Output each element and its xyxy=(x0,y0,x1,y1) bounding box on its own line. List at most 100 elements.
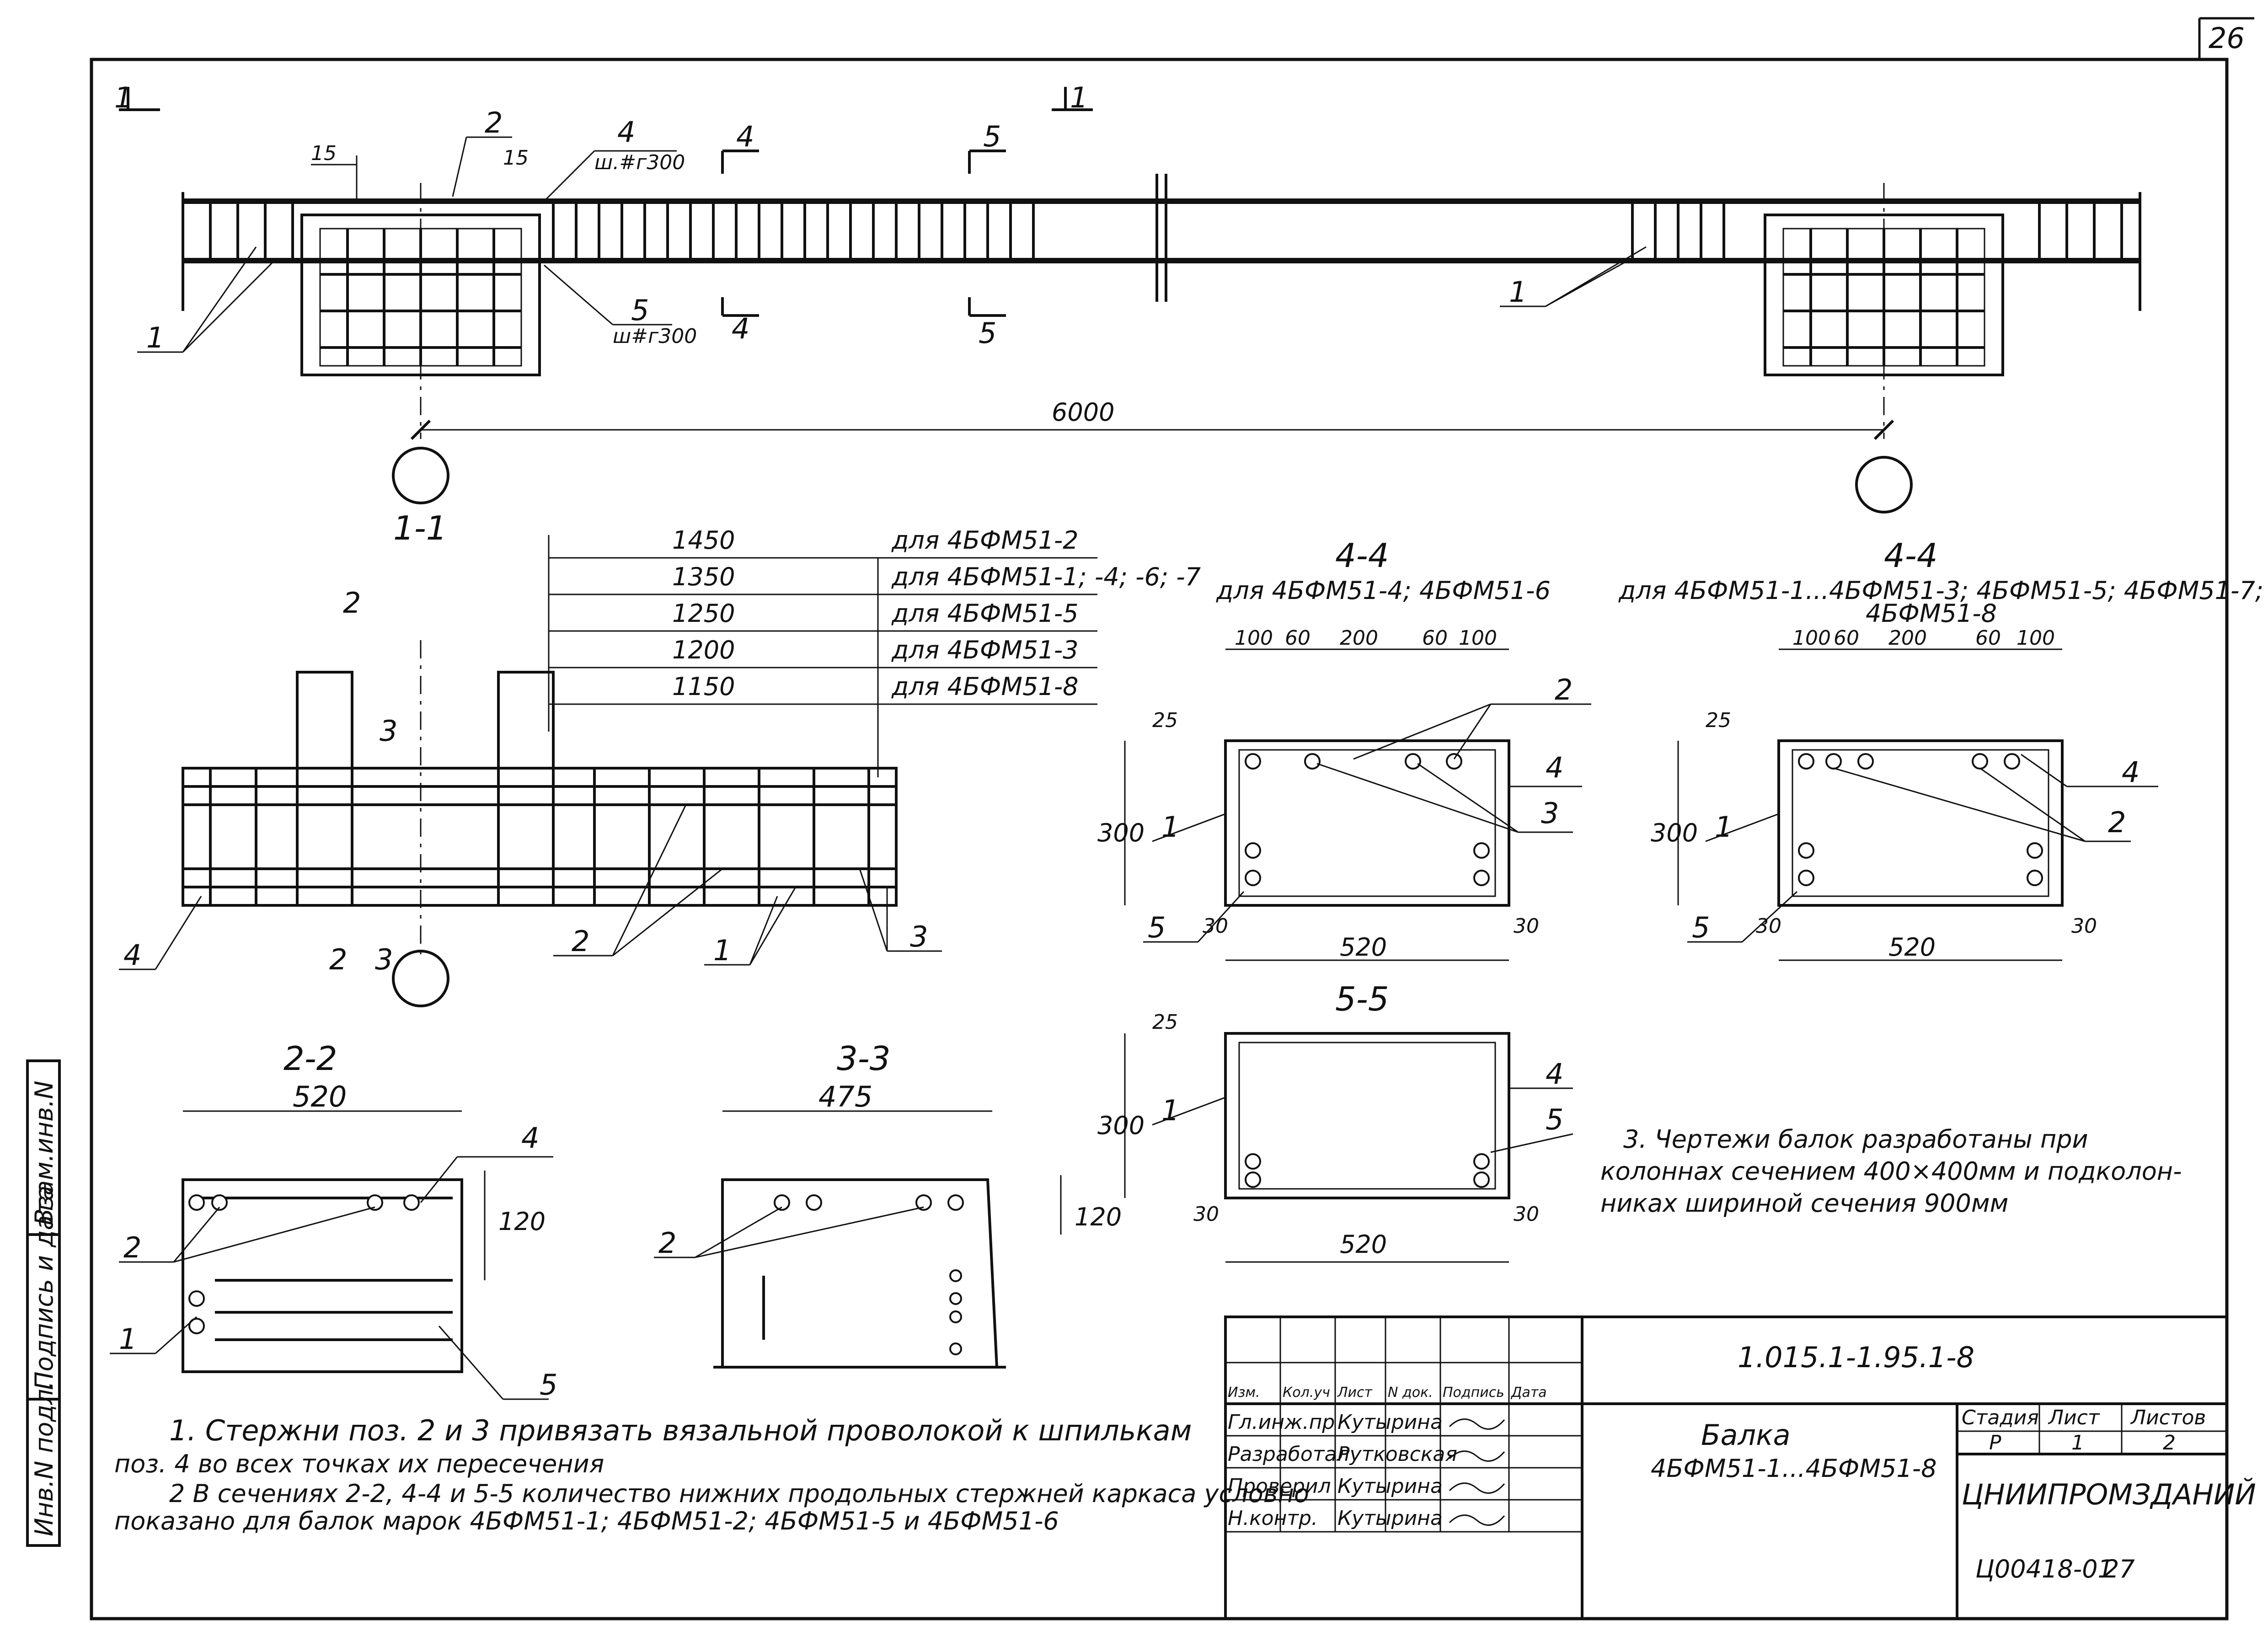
sec2-callout-4: 4 xyxy=(521,1121,539,1155)
note-1-line-1: 1. Стержни поз. 2 и 3 привязать вязально… xyxy=(169,1414,1192,1447)
tb-role-4: Н.контр. xyxy=(1228,1507,1318,1530)
sec4a-dim-100b: 100 xyxy=(1459,626,1497,650)
callout-1-left: 1 xyxy=(146,321,164,354)
span-dimension: 6000 xyxy=(1052,398,1114,427)
note-dim-1200: для 4БФМ51-3 xyxy=(891,636,1079,664)
sec4a-callout-4: 4 xyxy=(1546,751,1563,784)
sec4b-dim-60b: 60 xyxy=(1975,626,2001,650)
sec5-callout-1: 1 xyxy=(1161,1094,1179,1127)
tb-code: 1.015.1-1.95.1-8 xyxy=(1738,1341,1974,1374)
sec4a-dim-30a: 30 xyxy=(1203,914,1228,938)
cut-2-bottom: 2 xyxy=(329,943,347,976)
sec5-dim-300: 300 xyxy=(1097,1111,1145,1140)
section-1-1: 1-1 1450 1350 1250 1200 1150 для 4БФМ51-… xyxy=(119,509,1201,1007)
sec4a-callout-1: 1 xyxy=(1161,810,1179,844)
cut-mark-5-top: 5 xyxy=(983,120,1001,153)
dim-15-right: 15 xyxy=(503,146,529,170)
callout-5: 5 xyxy=(631,294,649,327)
sec4a-dim-300: 300 xyxy=(1097,818,1145,847)
tb-header-izm: Изм. xyxy=(1228,1385,1260,1401)
tb-product-marks: 4БФМ51-1...4БФМ51-8 xyxy=(1651,1454,1937,1483)
dim-1350: 1350 xyxy=(672,562,735,591)
tb-sheets-header: Листов xyxy=(2130,1406,2206,1429)
note-3-line-1: 3. Чертежи балок разработаны при xyxy=(1623,1125,2088,1154)
sec2-dim-120: 120 xyxy=(498,1207,546,1236)
sec3-callout-2: 2 xyxy=(658,1226,676,1260)
tb-sheet: 1 xyxy=(2071,1431,2084,1455)
sec4b-dim-25: 25 xyxy=(1706,709,1731,732)
sheet-number: 26 xyxy=(2209,21,2245,55)
section-4-4-b-subtitle2: 4БФМ51-8 xyxy=(1866,599,1997,628)
sec4a-dim-60b: 60 xyxy=(1422,626,1448,650)
cut-3-bottom: 3 xyxy=(375,943,393,976)
sec4b-dim-100a: 100 xyxy=(1792,626,1831,650)
sec4a-dim-200: 200 xyxy=(1340,626,1378,650)
dim-1150: 1150 xyxy=(672,672,735,701)
sec4a-dim-520: 520 xyxy=(1340,933,1387,962)
sec4a-callout-5: 5 xyxy=(1148,911,1166,944)
section-1-1-title: 1-1 xyxy=(393,509,447,547)
sec5-dim-520: 520 xyxy=(1340,1230,1387,1259)
sec4b-dim-200: 200 xyxy=(1888,626,1927,650)
section-2-2: 2-2 520 120 4 2 1 5 xyxy=(110,1039,557,1401)
stamp-vzam-inv: Взам.инв.N xyxy=(30,1080,59,1225)
tb-stage: Р xyxy=(1989,1431,2001,1455)
section-4-4-a-title: 4-4 xyxy=(1335,536,1389,575)
beam-elevation: 1 1 4 4 5 5 15 15 2 4 ш.#г300 5 ш#г300 1… xyxy=(114,81,2141,513)
stamp-signature-date: Подпись и дата xyxy=(30,1186,59,1390)
callout-1-section: 1 xyxy=(713,934,731,967)
note-dim-1350: для 4БФМ51-1; -4; -6; -7 xyxy=(891,562,1201,591)
note-dim-1150: для 4БФМ51-8 xyxy=(891,672,1079,701)
tb-role-1: Гл.инж.пр xyxy=(1228,1411,1335,1434)
note-dim-1450: для 4БФМ51-2 xyxy=(891,526,1079,555)
sec4b-dim-60a: 60 xyxy=(1834,626,1859,650)
dim-1200: 1200 xyxy=(672,636,735,664)
tb-name-1: Кутырина xyxy=(1337,1411,1443,1434)
note-2-line-2: показано для балок марок 4БФМ51-1; 4БФМ5… xyxy=(114,1507,1059,1535)
note-1-line-2: поз. 4 во всех точках их пересечения xyxy=(114,1449,604,1478)
sec4b-dim-520: 520 xyxy=(1888,933,1936,962)
sec4a-callout-2: 2 xyxy=(1555,673,1573,706)
sec3-dim-475: 475 xyxy=(818,1080,872,1113)
sec4b-dim-100b: 100 xyxy=(2017,626,2055,650)
step-5: ш#г300 xyxy=(613,325,697,348)
side-stamp: Инв.N подл. Подпись и дата Взам.инв.N xyxy=(26,1059,61,1547)
cut-mark-4-bottom: 4 xyxy=(732,312,749,345)
sec3-dim-120: 120 xyxy=(1075,1203,1122,1231)
sec4b-callout-1: 1 xyxy=(1715,810,1733,844)
cut-mark-5-bottom: 5 xyxy=(979,316,996,350)
sec5-dim-30b: 30 xyxy=(1514,1203,1539,1226)
section-5-5: 5-5 25 300 30 520 30 4 1 5 xyxy=(1097,980,1573,1263)
stamp-inv-podl: Инв.N подл. xyxy=(30,1381,59,1536)
cut-2-top: 2 xyxy=(343,586,361,620)
sec4b-callout-5: 5 xyxy=(1692,911,1710,944)
section-4-4-b: 4-4 для 4БФМ51-1...4БФМ51-3; 4БФМ51-5; 4… xyxy=(1618,536,2263,962)
callout-3-section: 3 xyxy=(910,920,928,953)
callout-4-section: 4 xyxy=(123,938,141,972)
cut-mark-4-top: 4 xyxy=(736,120,754,153)
sec2-callout-2: 2 xyxy=(123,1231,141,1264)
tb-role-2: Разработал xyxy=(1228,1443,1350,1466)
tb-stage-header: Стадия xyxy=(1962,1406,2039,1429)
tb-header-podpis: Подпись xyxy=(1443,1385,1504,1401)
tb-organization: ЦНИИПРОМЗДАНИЙ xyxy=(1962,1477,2256,1511)
sec2-callout-5: 5 xyxy=(540,1368,557,1401)
cut-mark-1-left: 1 xyxy=(114,81,132,114)
callout-2: 2 xyxy=(485,106,503,139)
note-dim-1250: для 4БФМ51-5 xyxy=(891,599,1079,628)
tb-header-ndok: N док. xyxy=(1388,1385,1433,1401)
note-3-line-2: колоннах сечением 400×400мм и подколон- xyxy=(1600,1157,2182,1186)
section-4-4-a: 4-4 для 4БФМ51-4; 4БФМ51-6 100 60 200 60… xyxy=(1097,536,1591,962)
dim-15-left: 15 xyxy=(311,142,337,165)
dim-1250: 1250 xyxy=(672,599,735,628)
drawing-frame xyxy=(90,58,2229,1620)
sec4a-callout-3: 3 xyxy=(1541,797,1559,830)
sec2-dim-520: 520 xyxy=(293,1080,347,1113)
sec4a-dim-100a: 100 xyxy=(1235,626,1273,650)
tb-sheets: 2 xyxy=(2163,1431,2176,1455)
section-2-2-title: 2-2 xyxy=(284,1039,337,1078)
sec5-callout-5: 5 xyxy=(1546,1103,1563,1136)
tb-product: Балка xyxy=(1701,1418,1791,1452)
section-4-4-a-subtitle: для 4БФМ51-4; 4БФМ51-6 xyxy=(1216,576,1551,605)
step-4: ш.#г300 xyxy=(594,151,685,174)
